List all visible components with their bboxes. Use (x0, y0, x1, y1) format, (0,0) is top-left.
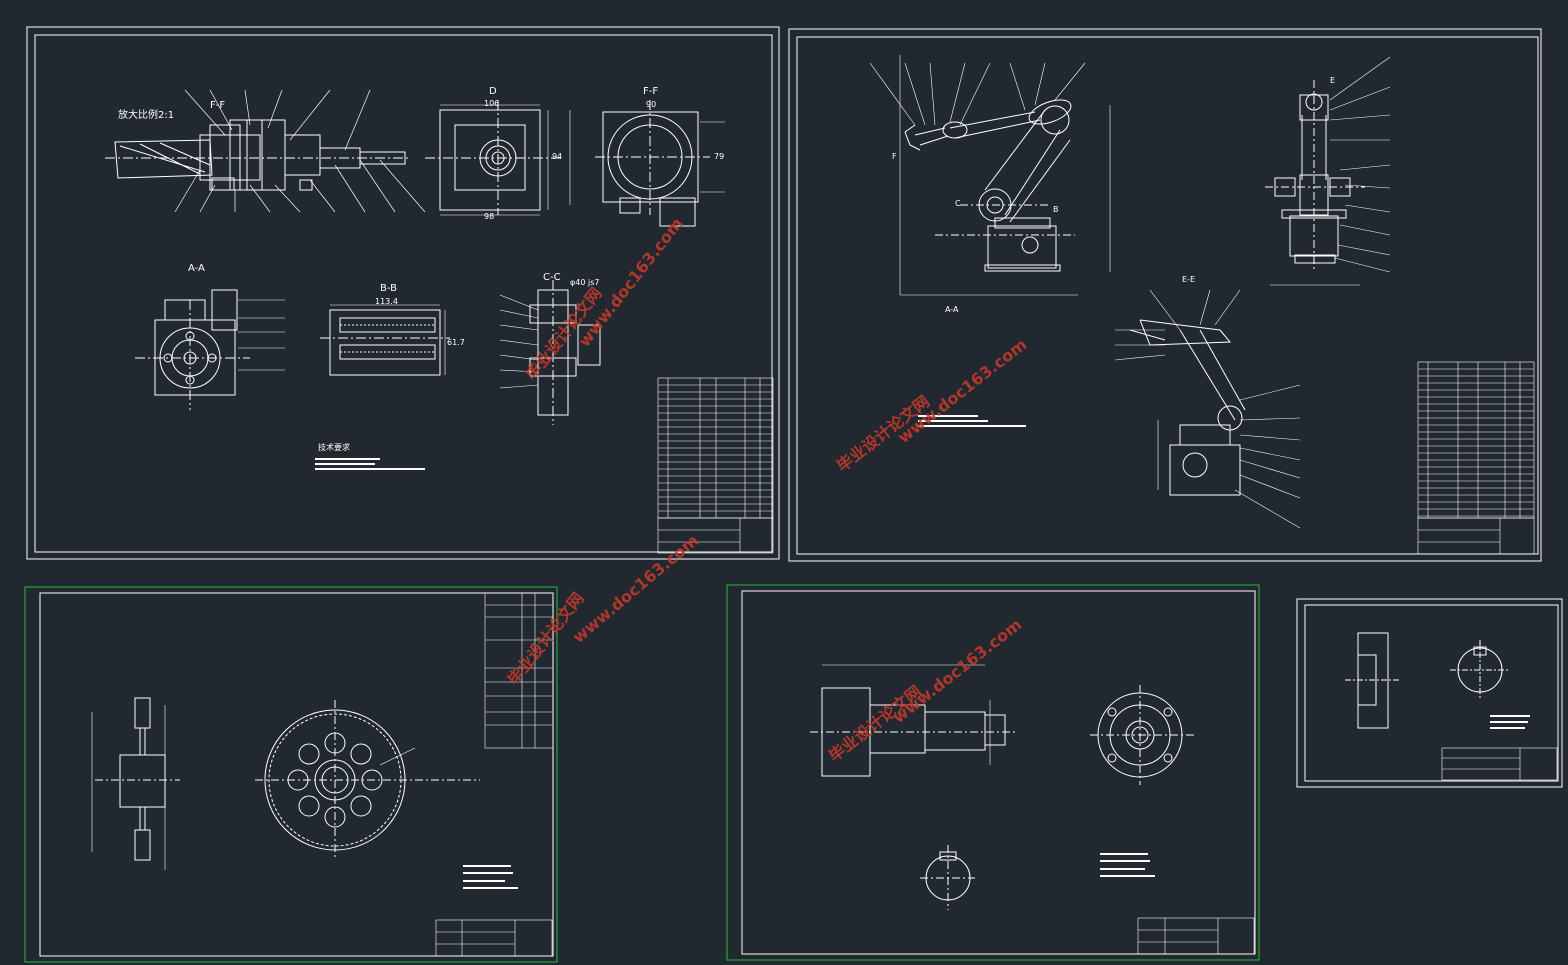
gear-front-view (255, 700, 480, 860)
view-cc-bearing (499, 280, 601, 425)
dim-94: 94 (552, 152, 563, 161)
sheet-5-title-block (1441, 747, 1558, 781)
label-section-c: C (955, 199, 961, 208)
label-robot-aa: A-A (945, 305, 959, 314)
dim-113: 113.4 (375, 297, 398, 306)
dim-61: 61.7 (447, 338, 465, 347)
sheet-2-tech-notes (918, 415, 1026, 427)
view-bb-shaft (320, 304, 450, 376)
sheet-1-parts-list-rows (658, 384, 773, 512)
robot-side-view (1265, 56, 1391, 286)
label-d-view: D (489, 86, 497, 97)
sheet-3-frame (24, 586, 558, 963)
label-ff2-view: F-F (643, 86, 659, 97)
view-aa-gear-housing (135, 289, 285, 410)
sheet-5-bushing-front (1450, 640, 1510, 700)
robot-ee-section (1114, 289, 1301, 529)
robot-front-view (869, 55, 1111, 296)
sheet-3-title-block (435, 919, 553, 957)
sheet-2-frame (788, 28, 1542, 562)
view-ff-leaders (174, 89, 426, 213)
gear-section-view (91, 697, 180, 870)
sheet-1-tech-notes (315, 458, 425, 470)
sheet-3-tech-notes (463, 865, 518, 889)
view-ff-flange-round (595, 100, 725, 227)
dim-79: 79 (714, 152, 725, 161)
sheet-3-param-table (484, 592, 554, 749)
label-ff-view: F-F (210, 100, 226, 111)
flange-front-view (1090, 685, 1195, 785)
label-aa-view: A-A (188, 263, 205, 274)
sheet-5-frame (1296, 598, 1563, 788)
shaft-section-view (810, 664, 1015, 777)
shaft-aa-section (920, 845, 975, 910)
sheet-5-bushing-section (1345, 632, 1400, 729)
sheet-1-parts-list (657, 377, 774, 554)
view-ff-arm (105, 119, 410, 191)
label-scale-note: 放大比例2:1 (118, 110, 175, 121)
label-section-f: F (892, 152, 897, 161)
label-section-b: B (1053, 205, 1059, 214)
sheet-2-parts-list (1417, 361, 1535, 555)
dim-98: 98 (484, 212, 495, 221)
dim-106: 106 (484, 99, 500, 108)
label-tech-req: 技术要求 (318, 443, 350, 452)
view-d-flange (425, 100, 571, 216)
dim-90: 90 (646, 100, 657, 109)
sheet-1-frame (26, 26, 780, 560)
label-section-e: E (1330, 76, 1336, 85)
label-robot-ee: E-E (1182, 275, 1195, 284)
sheet-5-tech-notes (1490, 715, 1530, 729)
sheet-4-title-block (1137, 917, 1255, 955)
dim-fit: φ40 js7 (570, 278, 600, 287)
label-bb-view: B-B (380, 283, 397, 294)
label-cc-view: C-C (543, 272, 561, 283)
sheet-4-tech-notes (1100, 853, 1155, 877)
sheet-4-frame (726, 584, 1260, 961)
sheet-2-parts-list-rows (1418, 368, 1534, 517)
